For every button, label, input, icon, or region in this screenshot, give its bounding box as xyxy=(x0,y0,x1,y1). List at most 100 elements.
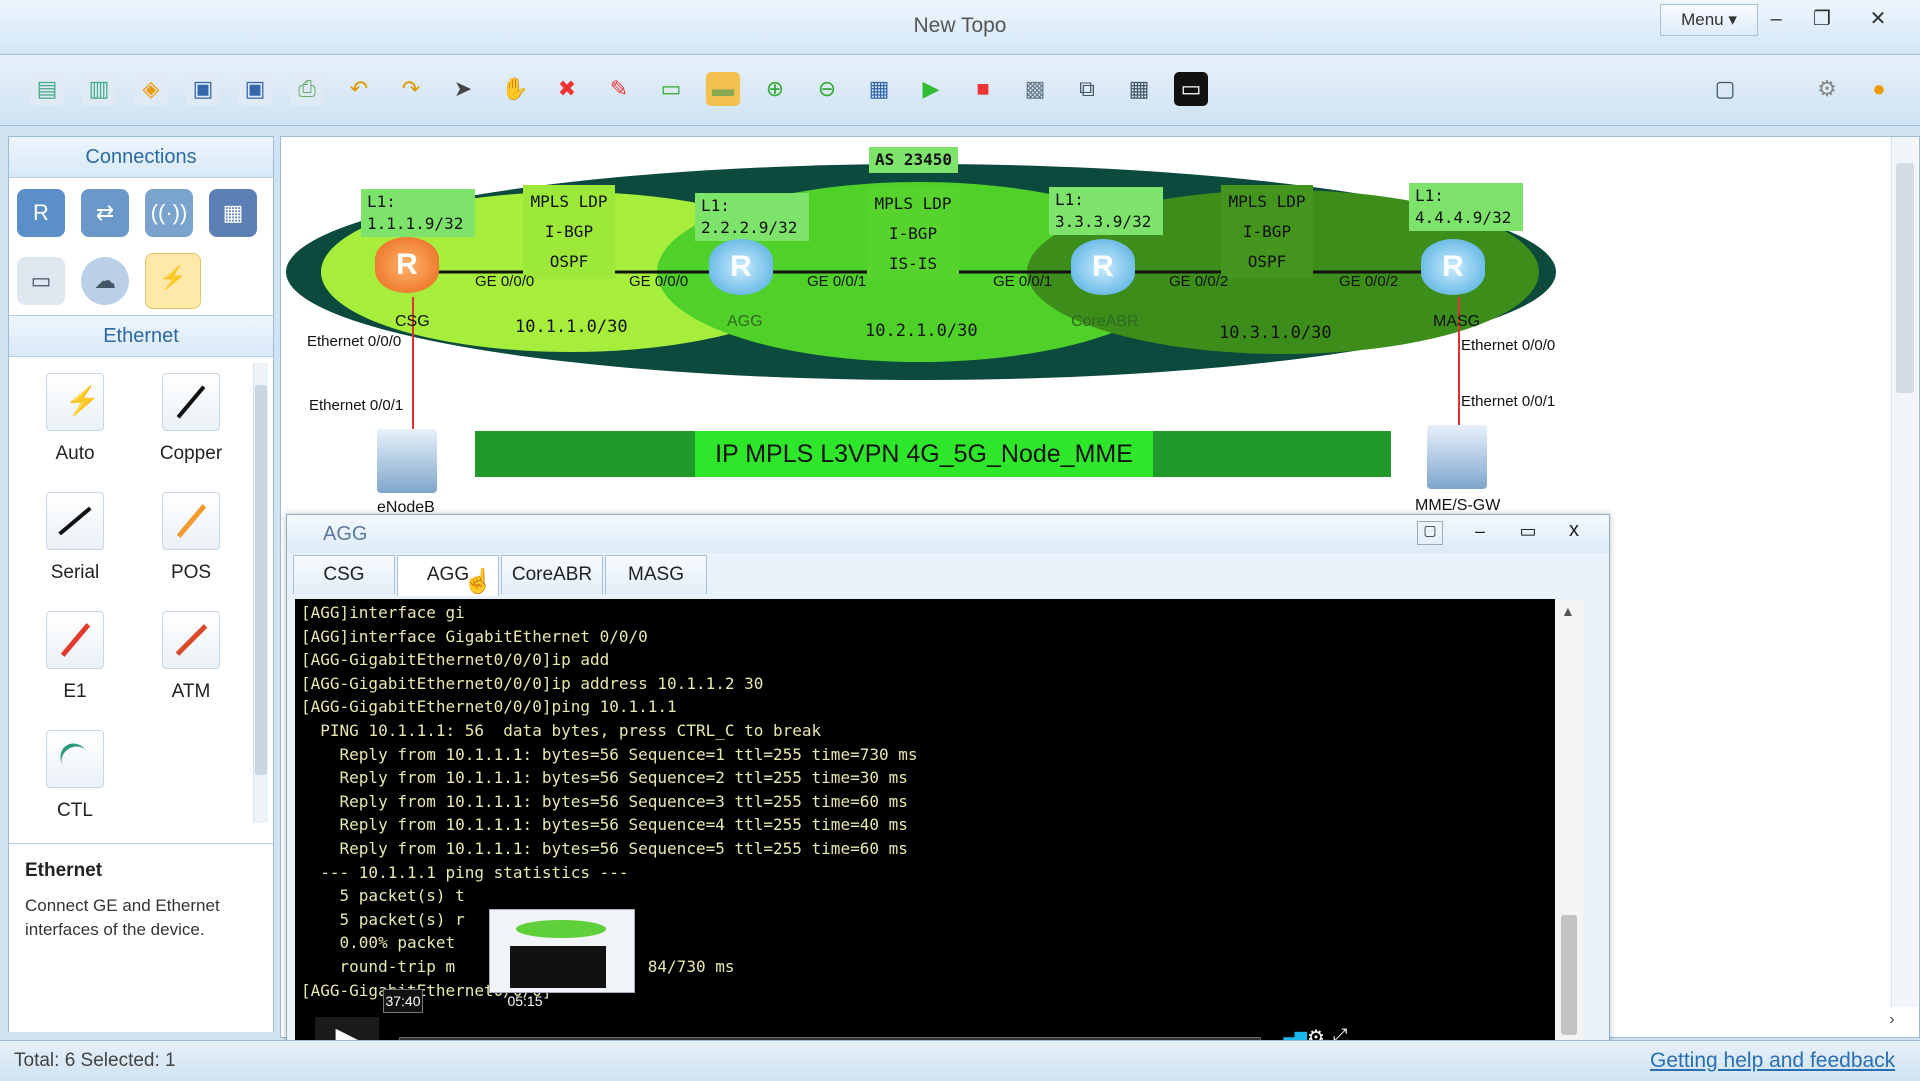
stop-icon[interactable]: ■ xyxy=(976,76,990,101)
tab-csg[interactable]: CSG xyxy=(293,555,395,594)
console-minimize-icon[interactable]: – xyxy=(1474,521,1485,541)
grid-icon[interactable]: ▦ xyxy=(1128,76,1150,101)
redo-icon[interactable]: ↷ xyxy=(401,76,421,101)
new-topology-icon[interactable]: ▤ xyxy=(30,72,64,106)
cable-copper[interactable]: Copper xyxy=(141,373,241,465)
delete-connection-icon[interactable]: ✎ xyxy=(609,76,629,101)
router-icon-masg[interactable]: R xyxy=(1421,239,1485,295)
loopback-label: L1:2.2.2.9/32 xyxy=(695,193,809,241)
firewall-icon[interactable]: ▦ xyxy=(209,189,257,237)
pointer-icon[interactable]: ➤ xyxy=(453,76,473,101)
text-icon[interactable]: ▭ xyxy=(660,76,682,101)
terminal-line: [AGG]interface gi xyxy=(301,603,465,622)
help-link[interactable]: Getting help and feedback xyxy=(1650,1049,1896,1072)
capture-icon[interactable]: ▩ xyxy=(1024,76,1046,101)
node-name: CoreABR xyxy=(1071,313,1139,330)
restore-button[interactable]: ❐ xyxy=(1813,8,1831,30)
menu-button[interactable]: Menu ▾ xyxy=(1660,4,1758,36)
terminal-line: --- 10.1.1.1 ping statistics --- xyxy=(301,862,629,882)
cable-e1[interactable]: E1 xyxy=(25,611,125,703)
detach-icon[interactable]: ▢ xyxy=(1417,521,1443,545)
ctl-cable-icon xyxy=(46,730,104,788)
undo-icon[interactable]: ↶ xyxy=(349,76,369,101)
zoom-out-icon[interactable]: ⊖ xyxy=(817,76,837,101)
start-icon[interactable]: ▶ xyxy=(922,76,940,101)
connections-header: Connections xyxy=(9,137,273,178)
print-icon[interactable]: ⎙ xyxy=(290,72,324,106)
tab-masg[interactable]: MASG xyxy=(605,555,707,594)
canvas-scrollbar[interactable] xyxy=(1891,137,1918,1007)
pc-icon[interactable]: ▭ xyxy=(17,257,65,305)
pc-icon-mme[interactable] xyxy=(1427,425,1487,489)
router-icon-coreabr[interactable]: R xyxy=(1071,239,1135,295)
cable-atm[interactable]: ATM xyxy=(141,611,241,703)
terminal-line: Reply from 10.1.1.1: bytes=56 Sequence=4… xyxy=(301,815,908,835)
cloud-icon[interactable]: ☁ xyxy=(81,257,129,305)
router-icon-csg[interactable]: R xyxy=(375,237,439,293)
status-bar: Total: 6 Selected: 1 Getting help and fe… xyxy=(0,1040,1920,1081)
fit-icon[interactable]: ▦ xyxy=(868,76,890,101)
cable-label: Serial xyxy=(50,562,100,583)
description-box: Ethernet Connect GE and Ethernet interfa… xyxy=(9,843,273,1032)
pc-icon-enodeb[interactable] xyxy=(377,429,437,493)
save-as-icon[interactable]: ▣ xyxy=(238,72,272,106)
settings-icon[interactable]: ⚙ xyxy=(1817,76,1837,101)
palette-icon[interactable]: ▬ xyxy=(706,72,740,106)
terminal-icon[interactable]: ▭ xyxy=(1174,72,1208,106)
save-icon[interactable]: ▣ xyxy=(186,72,220,106)
router-icon[interactable]: R xyxy=(17,189,65,237)
switch-icon[interactable]: ⇄ xyxy=(81,189,129,237)
cable-ctl[interactable]: CTL xyxy=(25,730,125,822)
cable-label: Copper xyxy=(159,443,223,464)
tab-agg[interactable]: AGG xyxy=(397,555,499,596)
wireless-icon[interactable]: ((·)) xyxy=(145,189,193,237)
console-maximize-icon[interactable]: ▭ xyxy=(1519,521,1537,541)
open-icon[interactable]: ◈ xyxy=(134,72,168,106)
chat-icon[interactable]: ▢ xyxy=(1714,76,1736,101)
hand-icon[interactable]: ✋ xyxy=(501,76,529,101)
port-label: Ethernet 0/0/1 xyxy=(309,397,404,414)
help-icon[interactable]: ● xyxy=(1872,76,1886,101)
loopback-label: L1:3.3.3.9/32 xyxy=(1049,187,1163,235)
scroll-right-icon[interactable]: › xyxy=(1889,1011,1895,1028)
subnet-label: 10.3.1.0/30 xyxy=(1219,323,1332,343)
mouse-cursor-icon: ☝ xyxy=(463,568,493,595)
zoom-in-icon[interactable]: ⊕ xyxy=(765,76,785,101)
cable-label: Auto xyxy=(55,443,95,464)
pos-cable-icon xyxy=(162,492,220,550)
terminal-line: 0.00% packet xyxy=(301,933,456,953)
scroll-up-icon[interactable]: ▲ xyxy=(1561,603,1575,619)
terminal-scrollbar[interactable]: ▲ xyxy=(1555,599,1583,1061)
minimize-button[interactable]: – xyxy=(1770,8,1782,30)
cable-label: POS xyxy=(170,562,212,583)
cable-serial[interactable]: Serial xyxy=(25,492,125,584)
new-device-icon[interactable]: ▥ xyxy=(82,72,116,106)
terminal-output[interactable]: [AGG]interface gi[AGG]interface GigabitE… xyxy=(295,599,1583,1061)
topology-canvas[interactable]: AS 23450 L1:1.1.1.9/32 L1:2.2.2.9/32 L1:… xyxy=(280,136,1920,1038)
topology-icon[interactable]: ⧉ xyxy=(1079,76,1095,101)
interface-label: GE 0/0/1 xyxy=(993,273,1053,290)
cable-pos[interactable]: POS xyxy=(141,492,241,584)
description-text: Connect GE and Ethernet interfaces of th… xyxy=(25,896,220,939)
subnet-label: 10.1.1.0/30 xyxy=(515,317,628,337)
video-current-time: 37:40 xyxy=(383,989,423,1013)
node-name: eNodeB xyxy=(377,499,435,516)
node-name: AGG xyxy=(727,313,763,330)
terminal-line: [AGG-GigabitEthernet0/0/0] xyxy=(301,980,552,1000)
terminal-line: PING 10.1.1.1: 56 data bytes, press CTRL… xyxy=(301,720,822,740)
ethernet-header: Ethernet xyxy=(9,315,273,357)
delete-icon[interactable]: ✖ xyxy=(557,76,577,101)
router-icon-agg[interactable]: R xyxy=(709,239,773,295)
connection-icon[interactable]: ⚡ xyxy=(145,253,201,309)
node-name: MASG xyxy=(1433,313,1481,330)
auto-cable-icon: ⚡ xyxy=(46,373,104,431)
cable-auto[interactable]: ⚡ Auto xyxy=(25,373,125,465)
tab-coreabr[interactable]: CoreABR xyxy=(501,555,603,594)
console-close-button[interactable]: x xyxy=(1569,519,1579,541)
cable-list-scrollbar[interactable] xyxy=(253,363,268,823)
video-preview-thumbnail xyxy=(489,909,635,993)
close-button[interactable]: ✕ xyxy=(1869,8,1887,30)
window-title: New Topo xyxy=(913,14,1007,37)
subnet-label: 10.2.1.0/30 xyxy=(865,321,978,341)
